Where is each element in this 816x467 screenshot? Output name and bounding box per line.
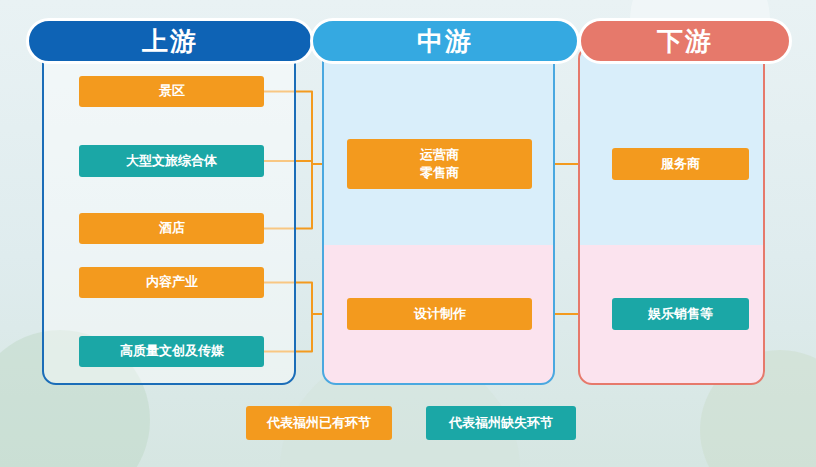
stage-tab: 上游 [26, 18, 314, 64]
stage-box: 酒店 [79, 213, 264, 244]
box-label: 运营商 零售商 [416, 146, 463, 182]
stage-box: 内容产业 [79, 267, 264, 298]
stage-box: 大型文旅综合体 [79, 145, 264, 177]
stage-panel: 上游景区大型文旅综合体酒店内容产业高质量文创及传媒 [42, 45, 296, 385]
stage-heading: 下游 [657, 24, 713, 59]
stage-box: 娱乐销售等 [612, 298, 749, 330]
box-label: 高质量文创及传媒 [120, 342, 224, 360]
legend-swatch: 代表福州已有环节 [246, 406, 392, 440]
legend-label: 代表福州已有环节 [267, 414, 371, 432]
stage-panel: 中游运营商 零售商设计制作 [322, 45, 555, 385]
stage-box: 景区 [79, 76, 264, 107]
box-label: 内容产业 [146, 273, 198, 291]
box-label: 设计制作 [414, 305, 466, 323]
stage-box: 运营商 零售商 [347, 139, 532, 189]
box-label: 服务商 [661, 155, 700, 173]
stage-heading: 中游 [417, 24, 473, 59]
stage-heading: 上游 [142, 24, 198, 59]
stage-box: 服务商 [612, 148, 749, 180]
box-label: 景区 [159, 82, 185, 100]
stage-box: 设计制作 [347, 298, 532, 330]
box-label: 酒店 [159, 219, 185, 237]
box-label: 娱乐销售等 [648, 305, 713, 323]
box-label: 大型文旅综合体 [126, 152, 217, 170]
stage-tab: 下游 [578, 18, 792, 64]
stage-tab: 中游 [310, 18, 580, 64]
stage-panel: 下游服务商娱乐销售等 [578, 45, 765, 385]
stage-box: 高质量文创及传媒 [79, 336, 264, 367]
legend-swatch: 代表福州缺失环节 [426, 406, 576, 440]
legend-label: 代表福州缺失环节 [449, 414, 553, 432]
